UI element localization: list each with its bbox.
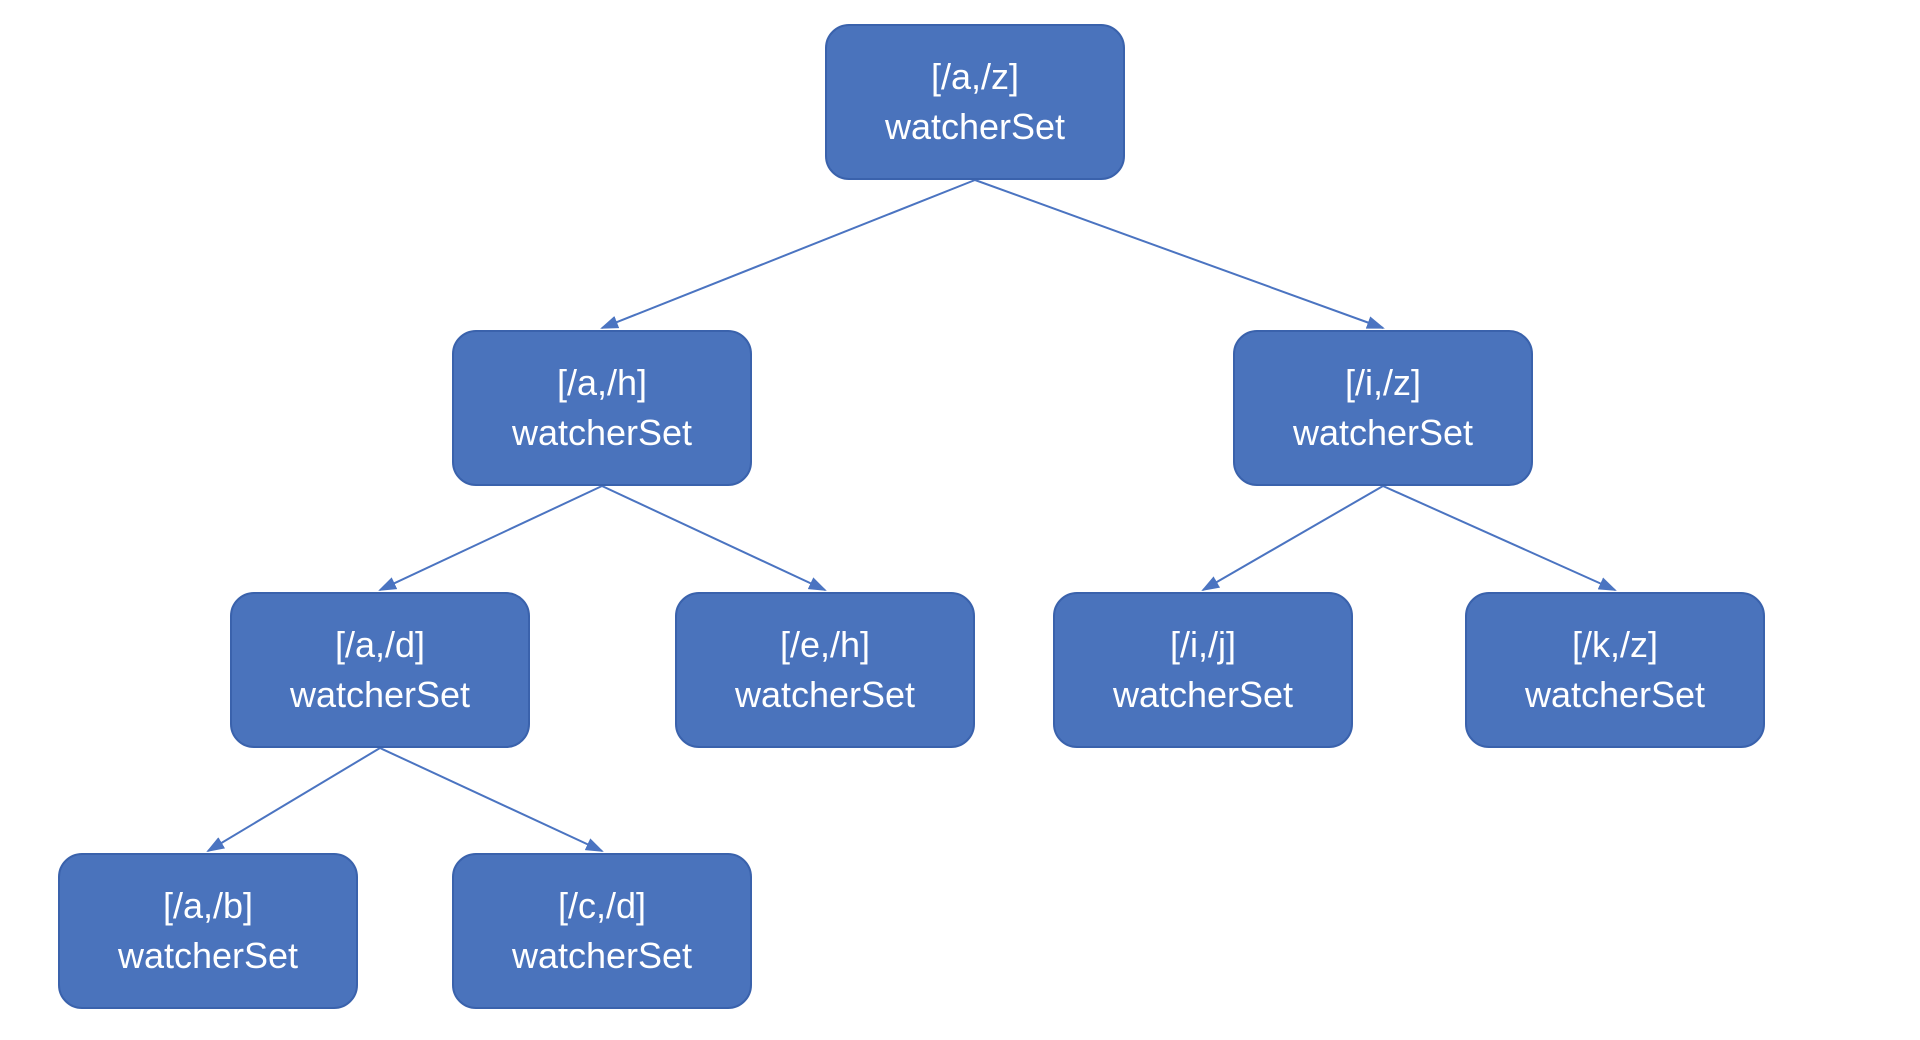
node-type-label: watcherSet xyxy=(117,935,299,976)
node-type-label: watcherSet xyxy=(1524,674,1706,715)
tree-node-a-d: [/a,/d] watcherSet xyxy=(230,592,530,748)
node-range-label: [/a,/z] xyxy=(930,56,1020,97)
connector-ad-to-cd xyxy=(379,747,604,852)
tree-node-a-h: [/a,/h] watcherSet xyxy=(452,330,752,486)
node-range-label: [/e,/h] xyxy=(779,624,871,665)
connector-az-to-iz xyxy=(974,179,1385,329)
node-range-label: [/a,/b] xyxy=(162,885,254,926)
node-range-label: [/c,/d] xyxy=(557,885,647,926)
node-type-label: watcherSet xyxy=(734,674,916,715)
node-type-label: watcherSet xyxy=(1292,412,1474,453)
connector-ad-to-ab xyxy=(206,747,381,853)
connector-ah-to-ad xyxy=(378,485,603,591)
tree-node-e-h: [/e,/h] watcherSet xyxy=(675,592,975,748)
tree-node-i-z: [/i,/z] watcherSet xyxy=(1233,330,1533,486)
node-range-label: [/i,/j] xyxy=(1169,624,1236,665)
connector-ah-to-eh xyxy=(601,485,827,591)
connector-iz-to-kz xyxy=(1382,485,1617,591)
connector-iz-to-ij xyxy=(1201,485,1384,592)
node-type-label: watcherSet xyxy=(884,106,1066,147)
node-range-label: [/i,/z] xyxy=(1344,362,1421,403)
node-type-label: watcherSet xyxy=(1112,674,1294,715)
node-type-label: watcherSet xyxy=(511,935,693,976)
node-range-label: [/a,/d] xyxy=(334,624,426,665)
tree-node-k-z: [/k,/z] watcherSet xyxy=(1465,592,1765,748)
node-type-label: watcherSet xyxy=(289,674,471,715)
connector-az-to-ah xyxy=(600,179,976,329)
node-range-label: [/k,/z] xyxy=(1571,624,1658,665)
node-range-label: [/a,/h] xyxy=(556,362,648,403)
tree-node-c-d: [/c,/d] watcherSet xyxy=(452,853,752,1009)
tree-node-a-b: [/a,/b] watcherSet xyxy=(58,853,358,1009)
tree-node-i-j: [/i,/j] watcherSet xyxy=(1053,592,1353,748)
tree-node-a-z: [/a,/z] watcherSet xyxy=(825,24,1125,180)
node-type-label: watcherSet xyxy=(511,412,693,453)
